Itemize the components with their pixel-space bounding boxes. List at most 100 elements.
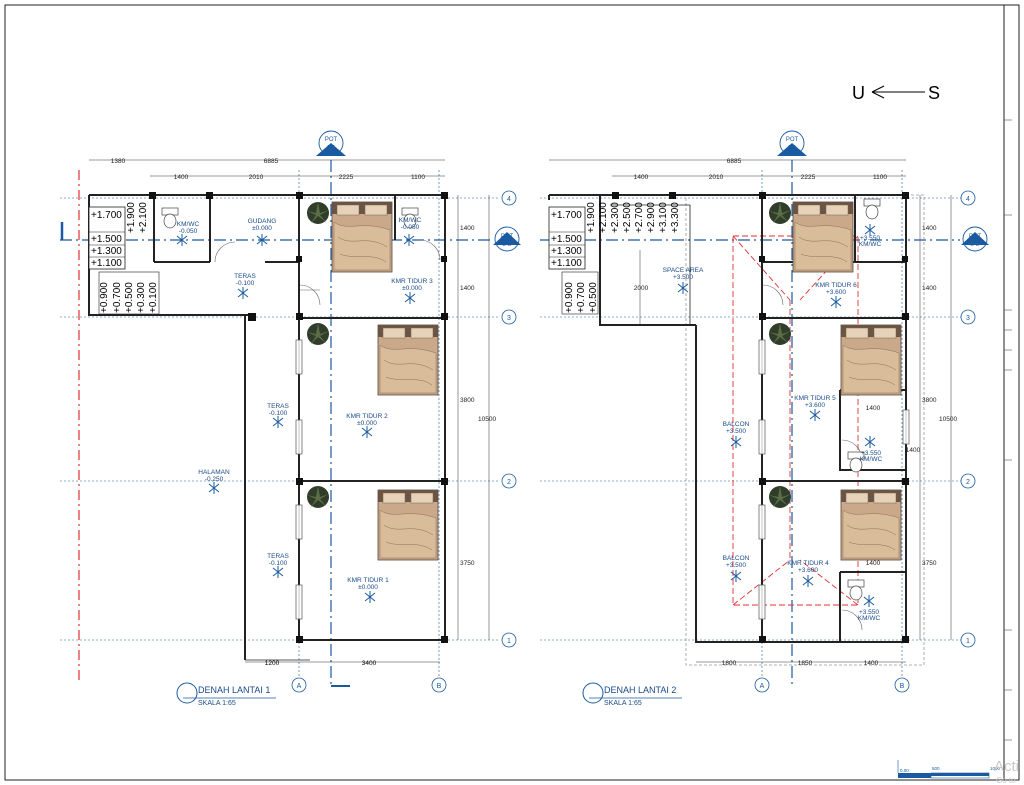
section-marker-a: POT A-A bbox=[316, 130, 346, 156]
level-v: +0.700 bbox=[576, 282, 587, 313]
grid-bubble-2: 2 bbox=[966, 479, 970, 486]
room-level: +3.500 bbox=[726, 428, 746, 435]
dim-top: 1400 bbox=[634, 174, 649, 181]
svg-text:0,00: 0,00 bbox=[900, 768, 909, 773]
north-label-u: U bbox=[852, 83, 865, 103]
room-name: HALAMAN bbox=[198, 469, 230, 476]
plan-title-2: DENAH LANTAI 2 SKALA 1:65 bbox=[582, 682, 682, 707]
dim-top: 2010 bbox=[249, 174, 264, 181]
room-level: +3.600 bbox=[798, 567, 818, 574]
room-level: -0.050 bbox=[179, 228, 198, 235]
north-arrow: U S bbox=[852, 83, 940, 103]
plan-lantai-2: +1.700 +1.500 +1.300 +1.100 +1.900 +2.10… bbox=[540, 130, 989, 707]
dim-inner: 1400 bbox=[866, 560, 881, 567]
level-h: +1.300 bbox=[91, 246, 122, 257]
plan-scale: SKALA 1:65 bbox=[198, 700, 236, 707]
dim-top: 2225 bbox=[339, 174, 354, 181]
room-level: ±0.000 bbox=[358, 584, 378, 591]
dim-right: 3800 bbox=[922, 397, 937, 404]
room-name: GUDANG bbox=[248, 218, 277, 225]
level-h: +1.500 bbox=[551, 234, 582, 245]
room-name: KM/WC bbox=[399, 217, 422, 224]
room-level: -0.100 bbox=[269, 560, 288, 567]
activation-watermark: Acti bbox=[994, 758, 1019, 775]
plan-lantai-1: +1.700 +1.500 +1.300 +1.100 +1.900 +2.10… bbox=[60, 130, 521, 707]
level-v: +0.100 bbox=[148, 282, 159, 313]
room-level: -0.100 bbox=[269, 410, 288, 417]
room-name: KMR TIDUR 3 bbox=[391, 278, 433, 285]
dim-total: 10500 bbox=[478, 416, 496, 423]
room-level: ±0.000 bbox=[252, 225, 272, 232]
section-marker-a: POT A-A bbox=[777, 130, 807, 156]
grid-bubble-b: B bbox=[900, 683, 905, 690]
scale-bar: 0,00 500 1000 bbox=[897, 760, 1001, 779]
level-v: +0.300 bbox=[136, 282, 147, 313]
dim-right: 1400 bbox=[460, 225, 475, 232]
room-level: +3.550 bbox=[861, 450, 881, 457]
level-table-2: +1.700 +1.500 +1.300 +1.100 +1.900 +2.10… bbox=[548, 202, 681, 315]
room-name: TERAS bbox=[267, 553, 289, 560]
dim-right: 1400 bbox=[922, 285, 937, 292]
level-v: +0.700 bbox=[112, 282, 123, 313]
level-v: +2.900 bbox=[646, 202, 657, 233]
grid-bubble-4: 4 bbox=[507, 196, 511, 203]
dim-top: 2010 bbox=[709, 174, 724, 181]
level-h: +1.700 bbox=[91, 210, 122, 221]
grid-bubble-1: 1 bbox=[966, 638, 970, 645]
level-table-1: +1.700 +1.500 +1.300 +1.100 +1.900 +2.10… bbox=[88, 202, 160, 315]
level-v: +3.100 bbox=[658, 202, 669, 233]
dim-inner: 1400 bbox=[906, 447, 921, 454]
room-name: BALCON bbox=[723, 555, 750, 562]
svg-text:B-B: B-B bbox=[970, 242, 980, 248]
room-level: +3.600 bbox=[826, 289, 846, 296]
dim-bottom: 3400 bbox=[362, 660, 377, 667]
room-name: KM/WC bbox=[859, 241, 882, 248]
room-level: +3.600 bbox=[805, 402, 825, 409]
dim-left: 2000 bbox=[634, 285, 649, 292]
level-v: +2.100 bbox=[138, 202, 149, 233]
level-v: +0.900 bbox=[99, 282, 110, 313]
level-v: +3.300 bbox=[670, 202, 681, 233]
dim-right: 3750 bbox=[922, 560, 937, 567]
svg-text:POT: POT bbox=[969, 234, 982, 240]
svg-text:POT: POT bbox=[786, 137, 799, 143]
svg-text:500: 500 bbox=[932, 766, 940, 771]
room-level: -0.100 bbox=[236, 280, 255, 287]
room-name: BALCON bbox=[723, 421, 750, 428]
dim-top: 6885 bbox=[264, 158, 279, 165]
dim-right: 1400 bbox=[460, 285, 475, 292]
room-level: +3.550 bbox=[859, 609, 879, 616]
level-v: +2.700 bbox=[634, 202, 645, 233]
dim-bottom: 1200 bbox=[265, 660, 280, 667]
svg-text:A-A: A-A bbox=[326, 145, 336, 151]
dim-total: 10500 bbox=[939, 416, 957, 423]
section-marker-b: POT B-B bbox=[493, 226, 521, 252]
plan-title-1: DENAH LANTAI 1 SKALA 1:65 bbox=[176, 682, 276, 707]
room-level: -0.250 bbox=[205, 476, 224, 483]
plan-scale: SKALA 1:65 bbox=[604, 700, 642, 707]
activation-watermark-sub: Go to bbox=[996, 776, 1016, 785]
plan-title: DENAH LANTAI 1 bbox=[198, 685, 270, 695]
dim-right: 3750 bbox=[460, 560, 475, 567]
room-name: KM/WC bbox=[177, 221, 200, 228]
sheet-border bbox=[4, 4, 1020, 781]
room-name: KM/WC bbox=[860, 456, 883, 463]
room-level: +3.500 bbox=[673, 274, 693, 281]
level-v: +2.100 bbox=[598, 202, 609, 233]
grid-bubble-b: B bbox=[437, 683, 442, 690]
level-h: +1.100 bbox=[551, 258, 582, 269]
room-level: +3.500 bbox=[726, 562, 746, 569]
north-label-s: S bbox=[928, 83, 940, 103]
level-v: +1.900 bbox=[586, 202, 597, 233]
room-name: KMR TIDUR 5 bbox=[794, 395, 836, 402]
room-level: -0.050 bbox=[401, 224, 420, 231]
dim-top: 1380 bbox=[111, 158, 126, 165]
level-v: +0.500 bbox=[124, 282, 135, 313]
svg-text:A-A: A-A bbox=[787, 145, 797, 151]
room-name: KM/WC bbox=[858, 615, 881, 622]
dim-top: 1100 bbox=[411, 174, 425, 181]
svg-text:B-B: B-B bbox=[502, 242, 512, 248]
room-level: ±0.000 bbox=[402, 285, 422, 292]
dim-bottom: 1850 bbox=[798, 660, 813, 667]
